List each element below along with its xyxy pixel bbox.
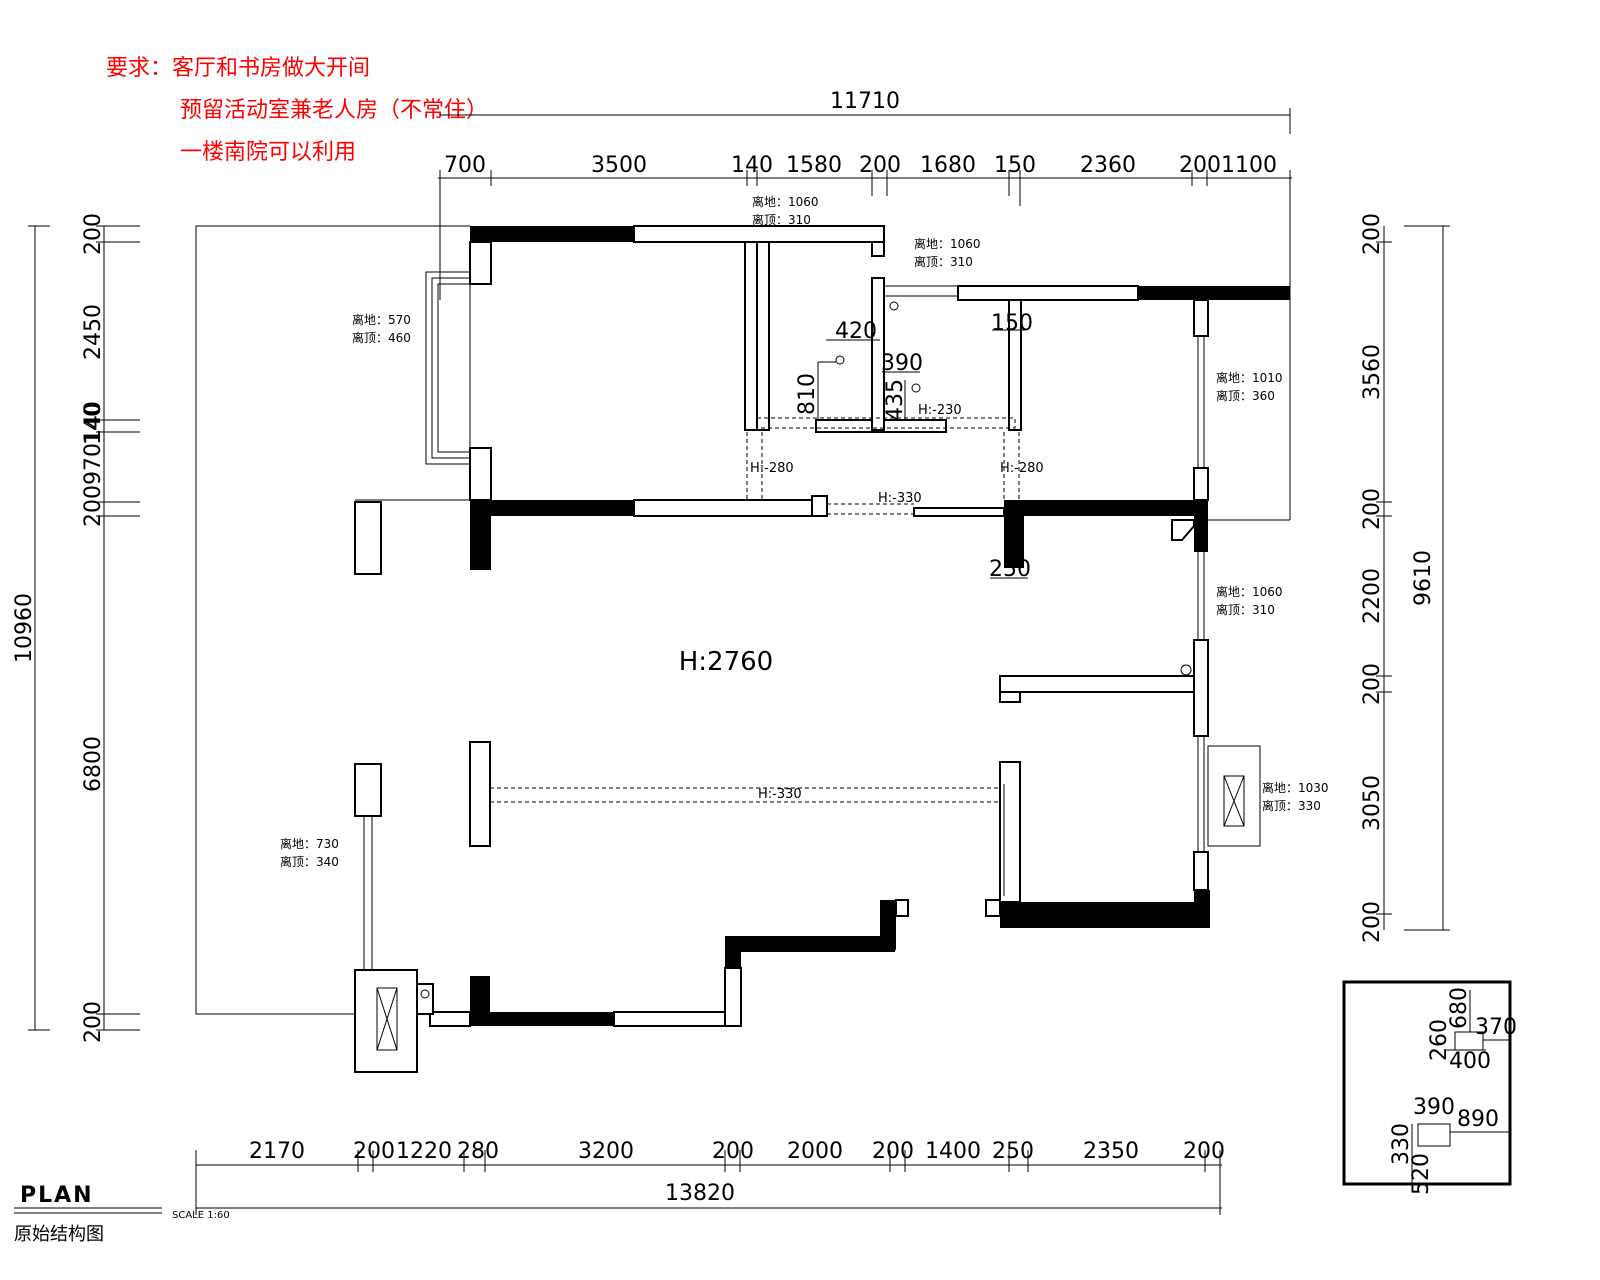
dim-left-6: 200 (81, 1001, 106, 1043)
window-note-5-sill: 离地：1060 (1216, 584, 1283, 599)
window-note-6-top: 离顶：330 (1262, 798, 1321, 813)
height-label-3: H:-280 (1000, 461, 1044, 476)
detail-dim-400: 400 (1449, 1049, 1491, 1074)
dim-top-2: 3500 (591, 153, 647, 178)
dim-top-4: 1580 (786, 153, 842, 178)
dim-bottom-1: 2170 (249, 1139, 305, 1164)
inner-dim-390: 390 (881, 351, 923, 376)
plan-title: PLAN (20, 1183, 94, 1208)
dim-bottom-4: 280 (457, 1139, 499, 1164)
window-note-1-top: 离顶：310 (752, 212, 811, 227)
height-label-2: H:-280 (750, 461, 794, 476)
window-note-4-sill: 离地：1010 (1216, 370, 1283, 385)
requirement-line-1: 要求：客厅和书房做大开间 (106, 56, 371, 81)
window-note-5-top: 离顶：310 (1216, 602, 1275, 617)
window-note-3-top: 离顶：460 (352, 330, 411, 345)
inner-dim-420: 420 (835, 319, 877, 344)
dim-bottom-total: 13820 (665, 1181, 735, 1206)
dim-top-8: 2360 (1080, 153, 1136, 178)
height-label-5: H:-330 (758, 787, 802, 802)
dim-left-1: 200 (81, 213, 106, 255)
detail-dim-890: 890 (1457, 1107, 1499, 1132)
requirement-line-2: 预留活动室兼老人房（不常住） (180, 98, 489, 123)
window-note-7-top: 离顶：340 (280, 854, 339, 869)
dim-bottom-2: 200 (353, 1139, 395, 1164)
dim-right-3: 200 (1360, 488, 1385, 530)
detail-dim-330: 330 (1389, 1123, 1414, 1165)
inner-dim-810: 810 (795, 373, 820, 415)
window-note-3-sill: 离地：570 (352, 312, 411, 327)
inner-dim-150: 150 (991, 311, 1033, 336)
dim-right-5: 200 (1360, 663, 1385, 705)
window-note-2-top: 离顶：310 (914, 254, 973, 269)
dim-left-total: 10960 (12, 593, 37, 663)
window-note-6-sill: 离地：1030 (1262, 780, 1329, 795)
detail-dim-260: 260 (1427, 1019, 1452, 1061)
window-note-1-sill: 离地：1060 (752, 194, 819, 209)
inner-dim-250: 250 (989, 557, 1031, 582)
top-dimension-chain: 11710 700 3500 140 1580 200 1680 150 236… (438, 89, 1292, 520)
dim-bottom-7: 2000 (787, 1139, 843, 1164)
requirement-line-3: 一楼南院可以利用 (180, 140, 357, 165)
dim-bottom-12: 200 (1183, 1139, 1225, 1164)
height-main: H:2760 (679, 647, 773, 677)
dim-left-2: 2450 (81, 304, 106, 360)
plan-footer: PLAN SCALE 1:60 原始结构图 (14, 1183, 230, 1245)
dim-top-5: 200 (859, 153, 901, 178)
inner-dim-435: 435 (883, 379, 908, 421)
dim-right-1: 200 (1360, 213, 1385, 255)
dim-top-9: 2001100 (1179, 153, 1277, 178)
right-dimension-chain: 9610 200 3560 200 2200 200 3050 200 (1360, 213, 1450, 943)
yard-boundary (195, 225, 1290, 1015)
dashed-zones (490, 417, 1020, 803)
dim-top-3: 140 (731, 153, 773, 178)
dim-right-6: 3050 (1360, 775, 1385, 831)
plan-subtitle: 原始结构图 (14, 1224, 104, 1245)
dim-bottom-3: 1220 (396, 1139, 452, 1164)
dim-top-6: 1680 (920, 153, 976, 178)
height-label-1: H:-230 (918, 403, 962, 418)
plan-scale: SCALE 1:60 (172, 1210, 230, 1221)
dim-top-7: 150 (994, 153, 1036, 178)
dim-right-4: 2200 (1360, 568, 1385, 624)
height-labels: H:2760 H:-230 H:-280 H:-280 H:-330 H:-33… (679, 403, 1044, 802)
dim-bottom-9: 1400 (925, 1139, 981, 1164)
dim-top-1: 700 (444, 153, 486, 178)
height-label-4: H:-330 (878, 491, 922, 506)
walls (354, 225, 1290, 1027)
detail-box: 680 370 260 400 390 890 330 520 (1342, 980, 1517, 1195)
detail-dim-680: 680 (1447, 987, 1472, 1029)
dim-bottom-10: 250 (992, 1139, 1034, 1164)
dim-right-2: 3560 (1360, 344, 1385, 400)
window-note-2-sill: 离地：1060 (914, 236, 981, 251)
dim-left-3: 140 (81, 403, 106, 445)
window-notes: 离地：1060 离顶：310 离地：1060 离顶：310 离地：570 离顶：… (280, 194, 1329, 869)
dim-left-5: 6800 (81, 736, 106, 792)
left-dimension-chain: 10960 200 2450 140 200970140 6800 200 (12, 213, 140, 1043)
bottom-dimension-chain: 2170 200 1220 280 3200 200 2000 200 1400… (195, 1139, 1225, 1215)
detail-dim-370: 370 (1475, 1015, 1517, 1040)
dim-bottom-8: 200 (872, 1139, 914, 1164)
dim-top-total: 11710 (830, 89, 900, 114)
windows (363, 271, 1205, 972)
detail-dim-390: 390 (1413, 1095, 1455, 1120)
detail-dim-520: 520 (1409, 1153, 1434, 1195)
dim-bottom-11: 2350 (1083, 1139, 1139, 1164)
dim-left-4: 200970140 (81, 401, 106, 527)
dim-right-total: 9610 (1411, 550, 1436, 606)
dim-right-7: 200 (1360, 901, 1385, 943)
inner-dimensions: 420 810 390 435 150 250 (795, 301, 1033, 582)
window-note-7-sill: 离地：730 (280, 836, 339, 851)
ac-units (354, 519, 1261, 1073)
dim-bottom-6: 200 (712, 1139, 754, 1164)
window-note-4-top: 离顶：360 (1216, 388, 1275, 403)
dim-bottom-5: 3200 (578, 1139, 634, 1164)
